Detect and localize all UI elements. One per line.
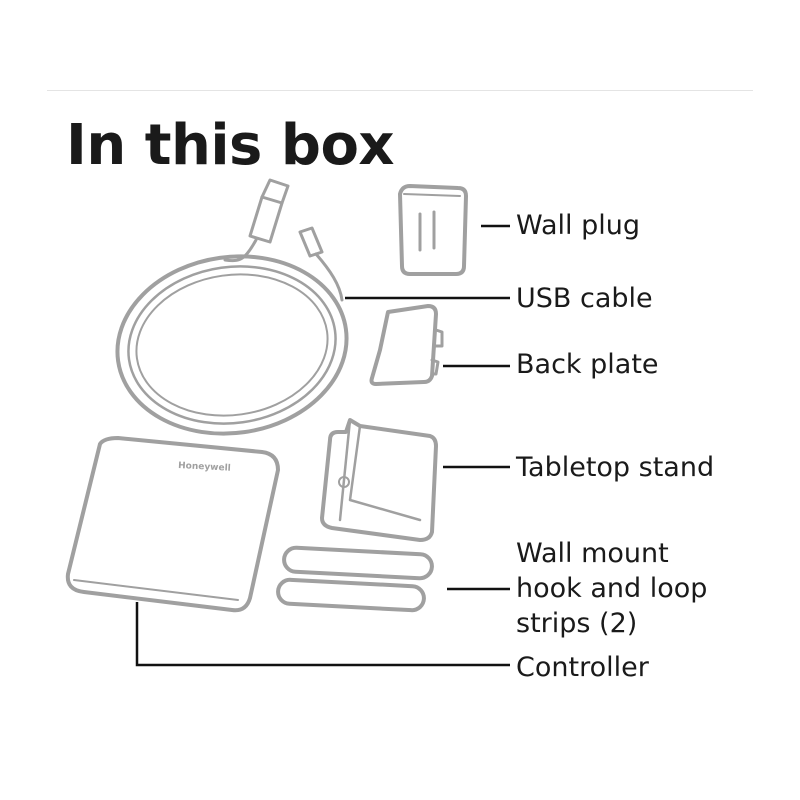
- label-wall-mount-line2: hook and loop: [516, 573, 708, 604]
- usb-cable-drawing: [115, 178, 349, 436]
- leader-controller: [135, 602, 510, 667]
- top-divider: [47, 90, 753, 91]
- back-plate-drawing: [369, 304, 444, 386]
- page-title: In this box: [66, 113, 395, 178]
- label-wall-mount-line1: Wall mount: [516, 538, 669, 569]
- controller-drawing: [65, 436, 280, 613]
- label-usb-cable: USB cable: [516, 283, 653, 314]
- honeywell-logo: Honeywell: [178, 461, 231, 474]
- label-wall-mount-line3: strips (2): [516, 608, 638, 639]
- label-wall-plug: Wall plug: [516, 210, 640, 241]
- tabletop-stand-drawing: [320, 418, 438, 542]
- label-controller: Controller: [516, 652, 649, 683]
- label-back-plate: Back plate: [516, 349, 659, 380]
- hook-loop-strips-drawing: [276, 545, 434, 613]
- wall-plug-drawing: [398, 184, 468, 276]
- label-tabletop-stand: Tabletop stand: [516, 452, 715, 483]
- leader-lines: [135, 224, 510, 667]
